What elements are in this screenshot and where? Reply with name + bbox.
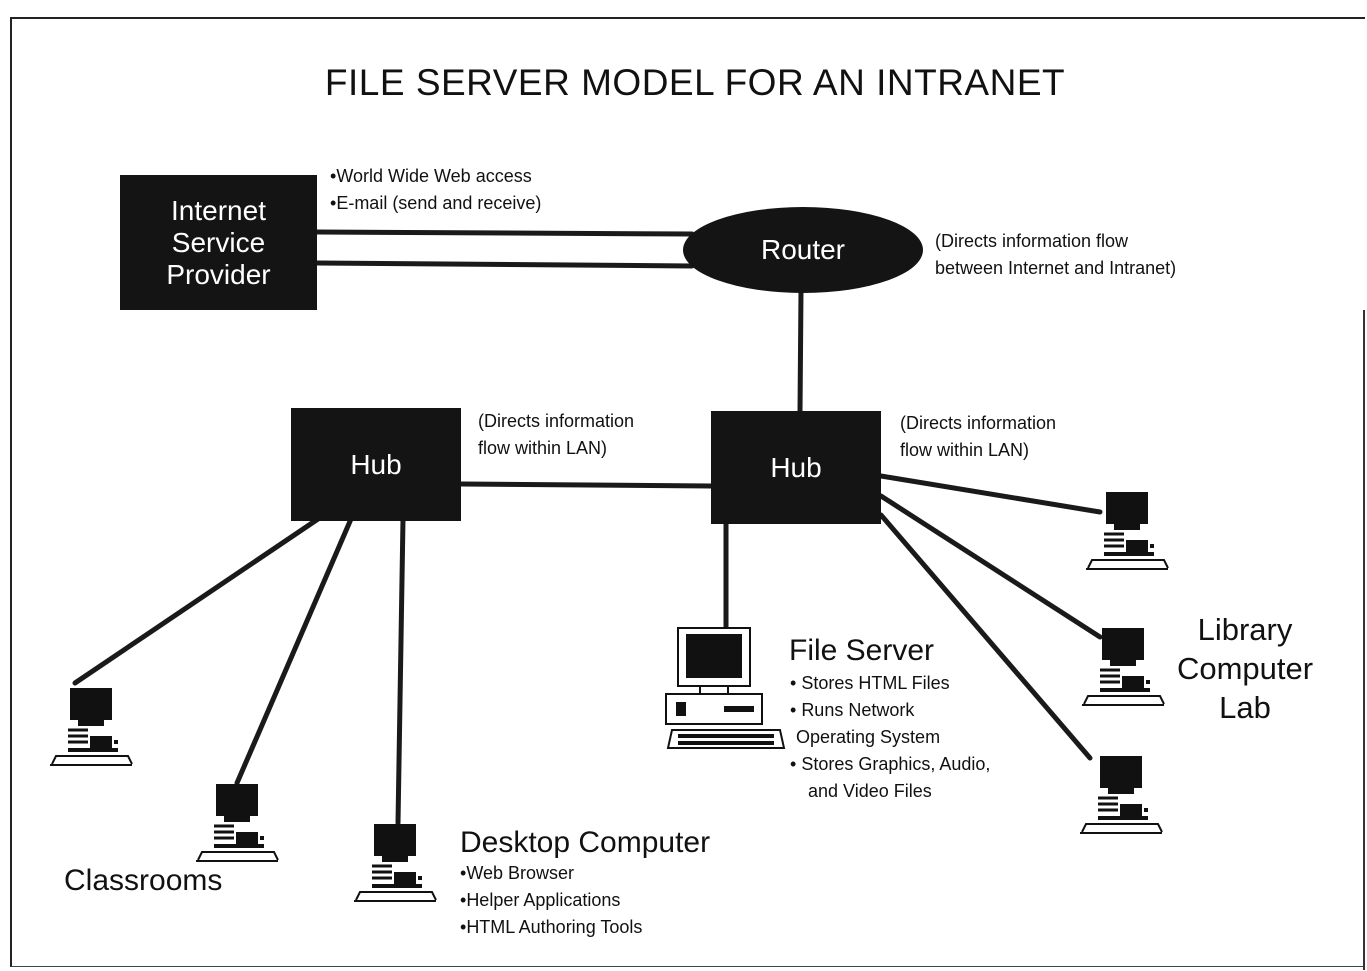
hub-classroom-link-1 — [72, 516, 321, 686]
desktop-feature-item: Web Browser — [460, 860, 642, 887]
hub-lab-link-3 — [878, 512, 1093, 761]
library-lab-label-line: Lab — [1219, 690, 1271, 725]
file-server-feature: • Stores HTML Files — [790, 673, 950, 693]
hub-right-label: Hub — [770, 451, 822, 483]
router-node: Router — [683, 207, 923, 293]
hub-right-note-line: flow within LAN) — [900, 440, 1030, 460]
desktop-computer-features: Web Browser Helper Applications HTML Aut… — [460, 860, 642, 941]
router-label: Router — [760, 234, 846, 265]
diagram-frame — [10, 17, 1365, 967]
desktop-computer-icon — [354, 824, 437, 902]
desktop-computer-icon — [1082, 628, 1165, 706]
file-server-icon — [665, 627, 786, 749]
hub-left: Hub — [291, 408, 461, 521]
desktop-computer-icon — [1080, 756, 1163, 834]
hub-left-note: (Directs information flow within LAN) — [478, 408, 634, 462]
hub-left-label: Hub — [350, 448, 402, 480]
file-server-feature: Operating System — [796, 727, 941, 747]
hub-right: Hub — [711, 411, 881, 524]
isp-router-link-top — [314, 229, 695, 237]
desktop-computer-icon — [196, 784, 279, 862]
router-note: (Directs information flow between Intern… — [935, 228, 1176, 282]
hub-left-note-line: (Directs information — [478, 411, 635, 431]
classrooms-label: Classrooms — [64, 864, 223, 897]
router-note-line: (Directs information flow — [935, 231, 1129, 251]
desktop-computer-icon — [1086, 492, 1169, 570]
hub-lab-link-2 — [878, 493, 1103, 640]
file-server-feature: and Video Files — [808, 781, 932, 801]
file-server-features: • Stores HTML Files • Runs Network Opera… — [790, 670, 990, 805]
hub-desktop-link — [395, 516, 406, 826]
hub-right-note-line: (Directs information — [900, 413, 1057, 433]
isp-label-line: Service — [171, 226, 266, 258]
hub-right-note: (Directs information flow within LAN) — [900, 410, 1056, 464]
library-lab-label: Library Computer Lab — [1170, 610, 1320, 727]
hub-classroom-link-2 — [234, 516, 354, 786]
isp-label-line: Internet — [171, 194, 266, 226]
hub-left-note-line: flow within LAN) — [478, 438, 608, 458]
desktop-computer-title: Desktop Computer — [460, 826, 711, 859]
isp-service-item: E-mail (send and receive) — [330, 190, 541, 217]
isp-service-item: World Wide Web access — [330, 163, 541, 190]
router-note-line: between Internet and Intranet) — [935, 258, 1177, 278]
file-server-feature: • Runs Network — [790, 700, 915, 720]
isp-box: Internet Service Provider — [120, 175, 317, 310]
file-server-title: File Server — [789, 634, 935, 667]
isp-services-list: World Wide Web access E-mail (send and r… — [330, 163, 541, 217]
diagram-frame-right-edge — [1363, 310, 1365, 970]
isp-router-link-bottom — [314, 260, 695, 269]
hub-lab-link-1 — [878, 473, 1103, 515]
hub-hub-link — [458, 481, 714, 489]
library-lab-label-line: Library — [1197, 612, 1293, 647]
router-hub-link — [797, 288, 804, 415]
library-lab-label-line: Computer — [1176, 651, 1314, 686]
diagram-title: FILE SERVER MODEL FOR AN INTRANET — [324, 62, 1066, 103]
desktop-feature-item: HTML Authoring Tools — [460, 914, 642, 941]
desktop-computer-icon — [50, 688, 133, 766]
desktop-feature-item: Helper Applications — [460, 887, 642, 914]
file-server-feature: • Stores Graphics, Audio, — [790, 754, 991, 774]
isp-label-line: Provider — [166, 258, 271, 290]
